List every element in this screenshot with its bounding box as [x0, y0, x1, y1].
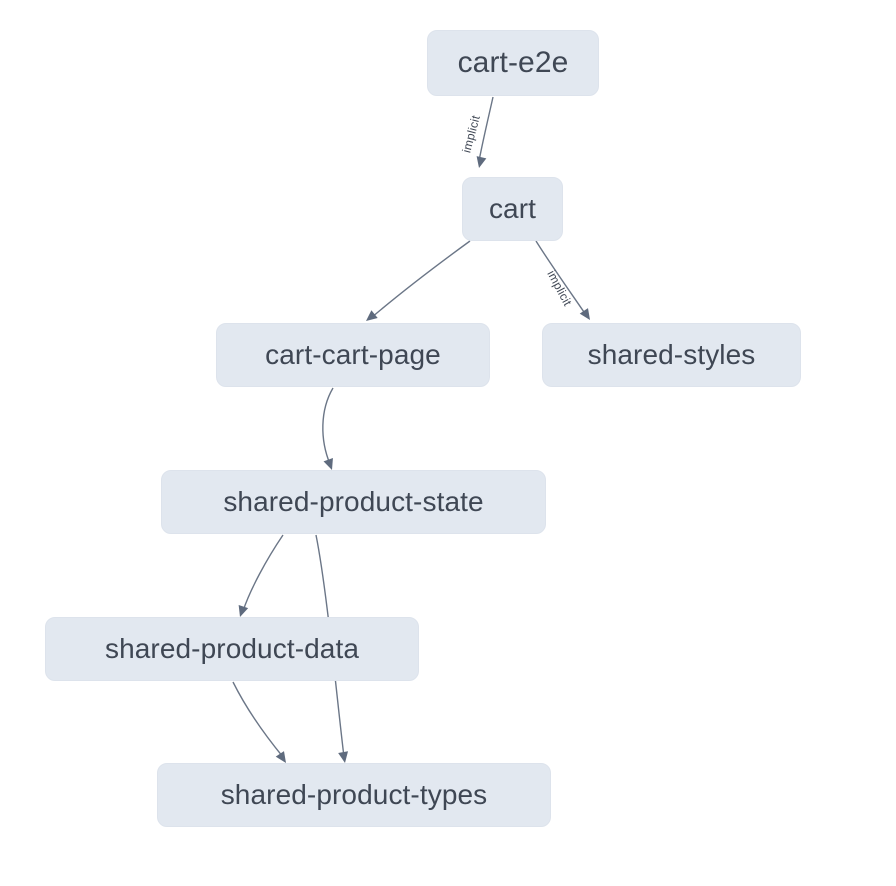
edge-label: implicit — [544, 268, 575, 309]
edge-line — [370, 240, 471, 319]
node-label: shared-product-data — [104, 633, 360, 664]
edge-line — [242, 534, 284, 612]
edge-line — [478, 96, 494, 162]
graph-edge: implicit — [459, 96, 494, 168]
graph-edge — [322, 387, 334, 470]
node-label: shared-product-types — [220, 779, 488, 810]
edge-line — [535, 240, 587, 316]
graph-node-shared-product-types[interactable]: shared-product-types — [157, 763, 551, 827]
graph-node-shared-product-data[interactable]: shared-product-data — [45, 617, 419, 681]
graph-node-shared-styles[interactable]: shared-styles — [542, 323, 801, 387]
edge-line — [322, 387, 334, 465]
graph-edge — [232, 681, 286, 763]
node-label: cart — [488, 193, 537, 224]
graph-node-shared-product-state[interactable]: shared-product-state — [161, 470, 546, 534]
edge-line — [232, 681, 284, 758]
node-label: cart-e2e — [457, 46, 569, 79]
edge-arrowhead — [476, 156, 487, 168]
edge-arrowhead — [338, 751, 349, 763]
edge-label: implicit — [459, 113, 483, 154]
graph-node-cart[interactable]: cart — [462, 177, 563, 241]
graph-edge — [238, 534, 284, 617]
node-label: cart-cart-page — [265, 339, 441, 370]
node-label: shared-styles — [587, 339, 756, 370]
graph-edge: implicit — [535, 240, 590, 320]
edge-arrowhead — [579, 308, 590, 320]
graph-node-cart-cart-page[interactable]: cart-cart-page — [216, 323, 490, 387]
node-label: shared-product-state — [223, 486, 484, 517]
graph-node-cart-e2e[interactable]: cart-e2e — [427, 30, 599, 96]
graph-edge — [366, 240, 471, 321]
